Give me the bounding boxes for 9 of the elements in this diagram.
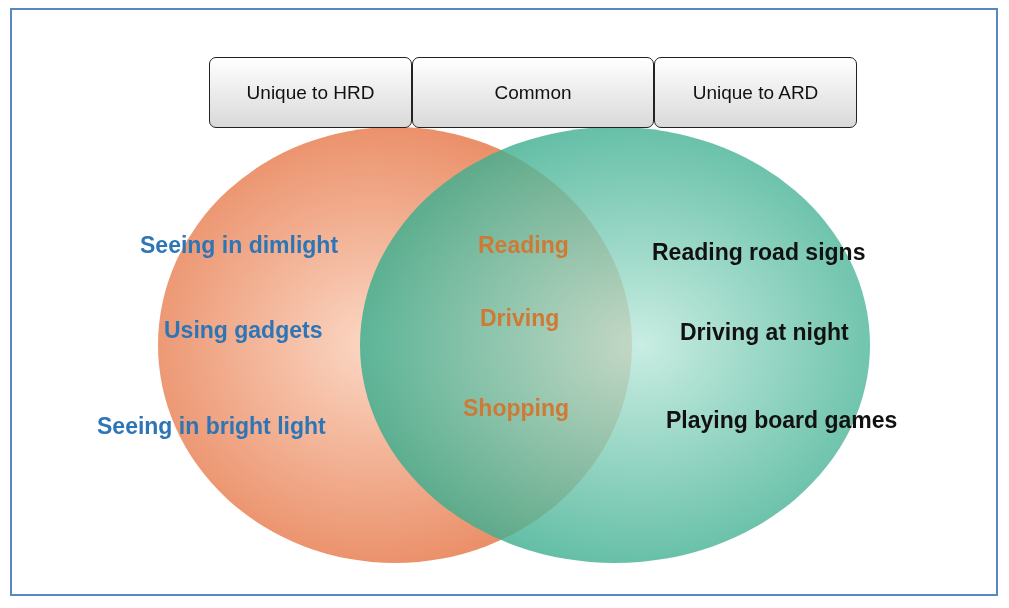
column-header: Common [412,57,654,128]
activity-label: Reading [478,231,569,259]
activity-label: Shopping [463,394,570,422]
column-header: Unique to ARD [654,57,857,128]
activity-label: Seeing in bright light [97,412,326,440]
activity-label: Driving [480,304,560,332]
activity-label: Using gadgets [164,316,323,344]
column-header: Unique to HRD [209,57,412,128]
activity-label: Driving at night [680,318,849,346]
